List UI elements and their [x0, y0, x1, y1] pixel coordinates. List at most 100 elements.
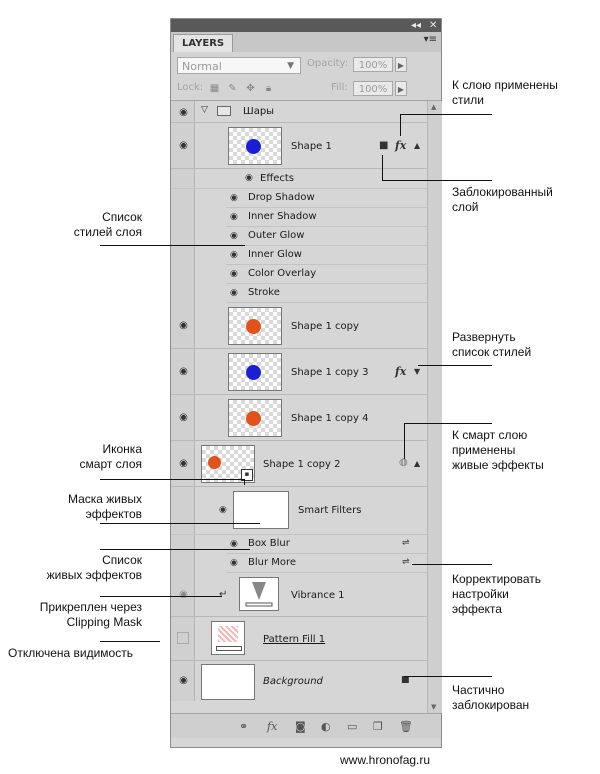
eye-icon[interactable]: ◉ — [230, 269, 238, 279]
triangle-up-icon[interactable]: ▲ — [414, 141, 421, 150]
effect-label: Color Overlay — [248, 268, 317, 279]
filter-label: Box Blur — [248, 538, 290, 549]
eye-icon[interactable]: ◉ — [179, 412, 188, 423]
effect-row[interactable]: ◉ Color Overlay — [226, 265, 427, 284]
triangle-down-icon[interactable]: ▼ — [414, 367, 421, 376]
smart-filters-row[interactable]: ◉ Smart Filters — [171, 487, 427, 535]
effect-row[interactable]: ◉Stroke — [226, 284, 427, 303]
layers-scrollbar[interactable]: ▲ ▼ — [427, 101, 442, 713]
effect-row[interactable]: ◉Inner Shadow — [226, 208, 427, 227]
layer-row-shape1-copy4[interactable]: ◉ Shape 1 copy 4 — [171, 395, 427, 441]
fill-field[interactable]: 100% — [353, 81, 393, 96]
new-group-icon[interactable]: ▭ — [347, 720, 358, 733]
collapse-icon[interactable]: ◂◂ — [411, 20, 422, 31]
effect-label: Outer Glow — [248, 230, 305, 241]
smart-filter-icon[interactable]: ◍ — [399, 457, 408, 468]
layer-row-shape1-copy2[interactable]: ◉ ▪ Shape 1 copy 2 ◍ ▲ — [171, 441, 427, 487]
leader-line — [382, 180, 492, 181]
leader-line — [404, 423, 405, 459]
lock-all-icon[interactable]: 🔒︎ — [265, 83, 272, 94]
opacity-label: Opacity: — [307, 58, 349, 69]
fill-arrow-icon[interactable]: ▶ — [395, 81, 407, 96]
opacity-field[interactable]: 100% — [353, 57, 393, 72]
layer-row-background[interactable]: ◉ Background ■ — [171, 661, 427, 701]
eye-icon[interactable]: ◉ — [230, 193, 238, 203]
eye-icon[interactable]: ◉ — [179, 320, 188, 331]
trash-icon[interactable]: 🗑︎ — [399, 720, 413, 733]
scroll-up-icon[interactable]: ▲ — [431, 103, 437, 111]
eye-icon[interactable]: ◉ — [179, 366, 188, 377]
fx-icon[interactable]: fx — [395, 365, 407, 378]
panel-titlebar: ◂◂ ✕ — [171, 19, 441, 32]
callout-filter-mask: Маска живых эффектов — [67, 492, 142, 521]
panel-menu-icon[interactable]: ▾≡ — [423, 34, 437, 45]
leader-line — [100, 523, 260, 524]
blend-mode-select[interactable]: Normal ▼ — [177, 57, 301, 74]
eye-icon[interactable]: ◉ — [230, 539, 238, 549]
layer-thumbnail — [228, 353, 282, 391]
layer-options-row: Normal ▼ Opacity: 100% ▶ Lock: ▦ ✎ ✥ 🔒︎ … — [171, 52, 441, 101]
effects-header: ◉ Effects — [171, 169, 427, 189]
layer-row-shape1-copy3[interactable]: ◉ Shape 1 copy 3 fx ▼ — [171, 349, 427, 395]
tab-layers[interactable]: LAYERS — [173, 34, 234, 53]
fill-label: Fill: — [331, 82, 348, 93]
effect-row[interactable]: ◉Inner Glow — [226, 246, 427, 265]
leader-line — [100, 641, 160, 642]
filter-row[interactable]: ◉ Box Blur ⇌ — [226, 535, 427, 554]
leader-line — [382, 155, 383, 180]
layer-row-pattern-fill[interactable]: Pattern Fill 1 — [171, 617, 427, 661]
eye-icon[interactable]: ◉ — [230, 250, 238, 260]
callout-style-list: Список стилей слоя — [73, 210, 142, 239]
triangle-up-icon[interactable]: ▲ — [414, 459, 421, 468]
callout-filter-list: Список живых эффектов — [46, 553, 142, 582]
filter-mask-thumbnail[interactable] — [233, 491, 289, 529]
eye-icon[interactable]: ◉ — [219, 505, 227, 515]
layer-thumbnail — [201, 664, 255, 700]
leader-line — [100, 479, 245, 480]
eye-icon[interactable]: ◉ — [245, 173, 253, 183]
lock-position-icon[interactable]: ✥ — [246, 83, 255, 94]
layer-name: Shape 1 — [291, 141, 332, 152]
effect-row[interactable]: ◉Drop Shadow — [226, 189, 427, 208]
layer-name: Background — [263, 676, 323, 687]
triangle-down-icon[interactable]: ▽ — [201, 105, 208, 115]
eye-icon[interactable]: ◉ — [230, 231, 238, 241]
chevron-down-icon: ▼ — [287, 61, 294, 71]
filter-options-icon[interactable]: ⇌ — [402, 538, 410, 548]
opacity-arrow-icon[interactable]: ▶ — [395, 57, 407, 72]
eye-icon[interactable]: ◉ — [179, 458, 188, 469]
add-style-icon[interactable]: fx — [267, 720, 278, 733]
visibility-off-box[interactable] — [177, 632, 189, 644]
scroll-down-icon[interactable]: ▼ — [431, 703, 437, 711]
eye-icon[interactable]: ◉ — [230, 558, 238, 568]
new-layer-icon[interactable]: ❐ — [373, 720, 383, 733]
add-mask-icon[interactable]: ◙ — [295, 720, 306, 733]
fx-icon[interactable]: fx — [395, 139, 407, 152]
filter-options-icon[interactable]: ⇌ — [402, 557, 410, 567]
eye-icon[interactable]: ◉ — [179, 675, 188, 686]
leader-line — [100, 549, 250, 550]
layer-group-row[interactable]: ◉ ▽ Шары — [171, 101, 427, 123]
layers-panel: ◂◂ ✕ LAYERS ▾≡ Normal ▼ Opacity: 100% ▶ … — [170, 18, 442, 748]
lock-pixels-icon[interactable]: ✎ — [228, 83, 237, 94]
lock-transparency-icon[interactable]: ▦ — [209, 83, 220, 94]
callout-hidden: Отключена видимость — [8, 646, 133, 660]
eye-icon[interactable]: ◉ — [230, 212, 238, 222]
link-layers-icon[interactable]: ⚭ — [239, 720, 249, 733]
orange-ball — [246, 319, 261, 334]
callout-style-applied: К слою применены стили — [452, 78, 558, 107]
layer-row-vibrance[interactable]: ◉ ↵ Vibrance 1 — [171, 573, 427, 617]
layer-row-shape1-copy[interactable]: ◉ Shape 1 copy — [171, 303, 427, 349]
layer-row-shape1[interactable]: ◉ Shape 1 ■ fx ▲ — [171, 123, 427, 169]
adjustment-layer-icon[interactable]: ◐ — [321, 720, 331, 733]
blue-ball — [246, 139, 261, 154]
close-icon[interactable]: ✕ — [429, 20, 438, 31]
effect-row[interactable]: ◉ Outer Glow — [226, 227, 427, 246]
eye-icon[interactable]: ◉ — [179, 107, 188, 118]
leader-line — [100, 596, 222, 597]
filter-row[interactable]: ◉ Blur More ⇌ — [226, 554, 427, 573]
eye-icon[interactable]: ◉ — [230, 288, 238, 298]
eye-icon[interactable]: ◉ — [179, 140, 188, 151]
leader-line — [100, 245, 245, 246]
eye-icon[interactable]: ◉ — [179, 589, 188, 600]
